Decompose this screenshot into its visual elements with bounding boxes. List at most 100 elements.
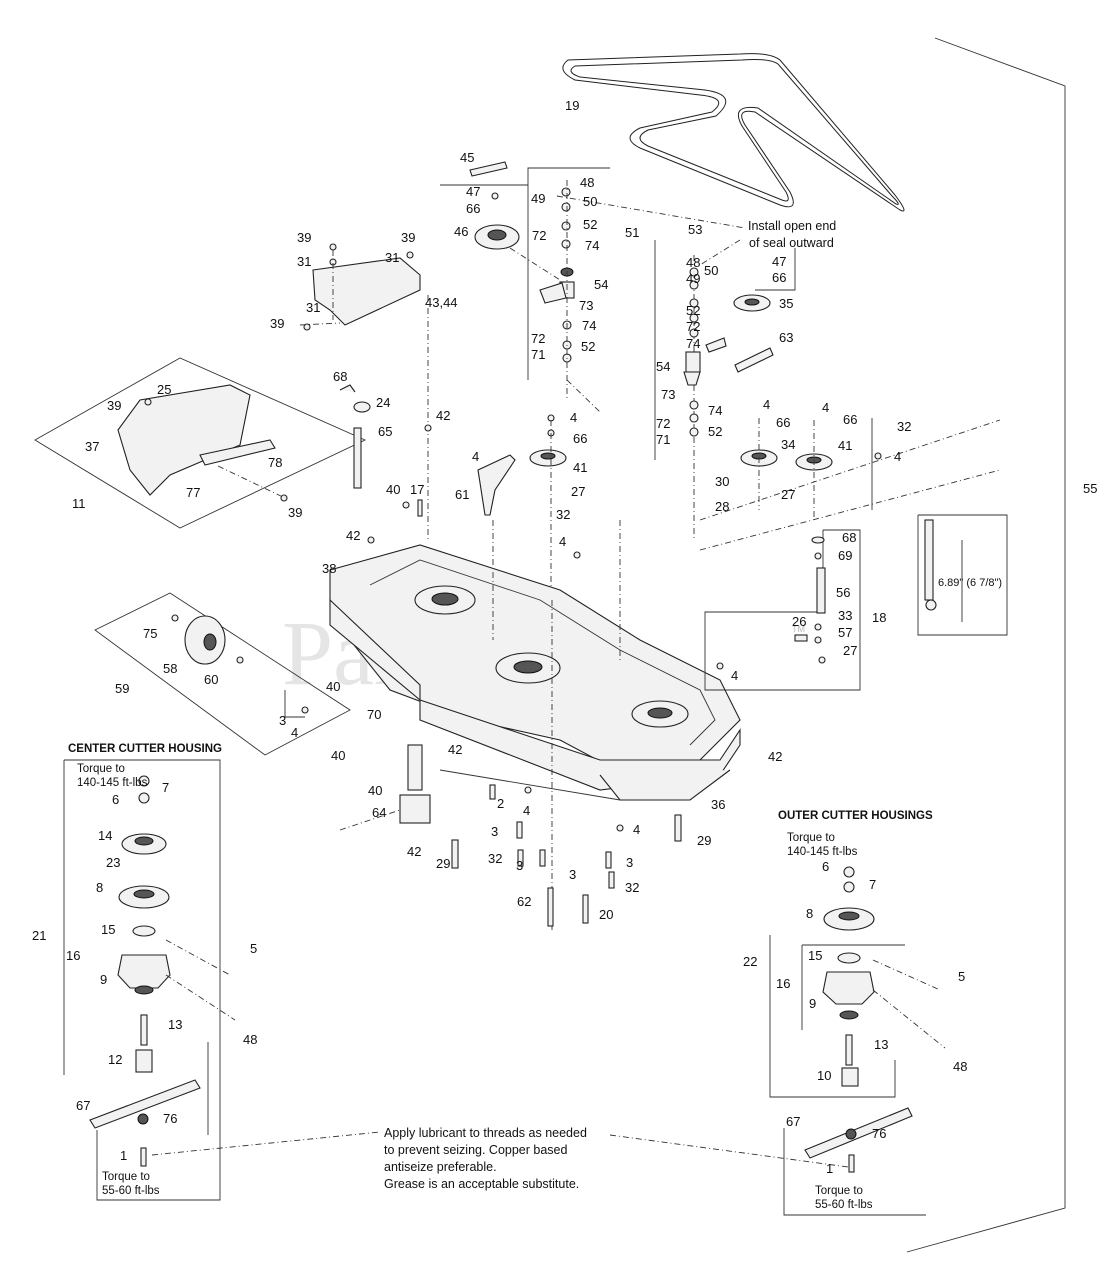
callout-16b: 16	[776, 976, 790, 991]
callout-7b: 7	[869, 877, 876, 892]
dimension-detail: 6.89" (6 7/8")	[917, 514, 1008, 636]
callout-4c: 4	[822, 400, 829, 415]
callout-42b: 42	[346, 528, 360, 543]
callout-71b: 71	[656, 432, 670, 447]
callout-9: 9	[100, 972, 107, 987]
callout-4g: 4	[731, 668, 738, 683]
callout-3e: 3	[569, 867, 576, 882]
callout-29: 29	[436, 856, 450, 871]
callout-35: 35	[779, 296, 793, 311]
callout-12: 12	[108, 1052, 122, 1067]
callout-67b: 67	[786, 1114, 800, 1129]
callout-66b: 66	[772, 270, 786, 285]
callout-24: 24	[376, 395, 390, 410]
callout-39e: 39	[288, 505, 302, 520]
callout-74b: 74	[582, 318, 596, 333]
callout-76: 76	[163, 1111, 177, 1126]
callout-7: 7	[162, 780, 169, 795]
callout-48: 48	[580, 175, 594, 190]
height-adjust-18	[704, 529, 861, 691]
callout-43-44: 43,44	[425, 295, 458, 310]
callout-46: 46	[454, 224, 468, 239]
callout-73: 73	[579, 298, 593, 313]
callout-23: 23	[106, 855, 120, 870]
callout-63: 63	[779, 330, 793, 345]
callout-75: 75	[143, 626, 157, 641]
callout-40d: 40	[368, 783, 382, 798]
center-torque-top-2: 140-145 ft-lbs	[77, 777, 148, 789]
callout-74c: 74	[686, 336, 700, 351]
callout-18: 18	[872, 610, 886, 625]
callout-numbers: 19 45 47 66 46 49 48 50 52 72 74 51 54 7…	[32, 98, 1097, 1176]
callout-42e: 42	[407, 844, 421, 859]
lube-note-1: Apply lubricant to threads as needed	[384, 1126, 587, 1140]
callout-32: 32	[897, 419, 911, 434]
callout-55: 55	[1083, 481, 1097, 496]
callout-33: 33	[838, 608, 852, 623]
bracket-43-44	[299, 243, 429, 540]
callout-60: 60	[204, 672, 218, 687]
callout-3d: 3	[626, 855, 633, 870]
callout-28: 28	[715, 499, 729, 514]
callout-69: 69	[838, 548, 852, 563]
callout-74d: 74	[708, 403, 722, 418]
discharge-chute-11	[34, 357, 367, 529]
callout-52: 52	[583, 217, 597, 232]
callout-40: 40	[386, 482, 400, 497]
left-idler-assembly	[440, 161, 746, 413]
callout-49b: 49	[686, 271, 700, 286]
callout-72d: 72	[656, 416, 670, 431]
callout-39b: 39	[401, 230, 415, 245]
callout-74: 74	[585, 238, 599, 253]
callout-59: 59	[115, 681, 129, 696]
callout-5b: 5	[958, 969, 965, 984]
callout-13b: 13	[874, 1037, 888, 1052]
callout-4f: 4	[559, 534, 566, 549]
lube-note-3: antiseize preferable.	[384, 1160, 497, 1174]
callout-3b: 3	[491, 824, 498, 839]
callout-53: 53	[688, 222, 702, 237]
callout-66e: 66	[843, 412, 857, 427]
callout-40b: 40	[326, 679, 340, 694]
callout-4i: 4	[523, 803, 530, 818]
callout-64: 64	[372, 805, 386, 820]
outer-torque-top-2: 140-145 ft-lbs	[787, 846, 858, 858]
callout-78: 78	[268, 455, 282, 470]
callout-50: 50	[583, 194, 597, 209]
callout-50b: 50	[704, 263, 718, 278]
callout-3c: 3	[516, 858, 523, 873]
callout-72: 72	[532, 228, 546, 243]
callout-76b: 76	[872, 1126, 886, 1141]
callout-77: 77	[186, 485, 200, 500]
callout-15b: 15	[808, 948, 822, 963]
callout-27: 27	[571, 484, 585, 499]
lube-note-4: Grease is an acceptable substitute.	[384, 1177, 579, 1191]
dimension-label: 6.89" (6 7/8")	[938, 577, 1002, 589]
callout-10: 10	[817, 1068, 831, 1083]
callout-66c: 66	[573, 431, 587, 446]
callout-5: 5	[250, 941, 257, 956]
callout-61: 61	[455, 487, 469, 502]
callout-36: 36	[711, 797, 725, 812]
callout-32c: 32	[488, 851, 502, 866]
callout-17: 17	[410, 482, 424, 497]
callout-3: 3	[279, 713, 286, 728]
outer-torque-bottom-2: 55-60 ft-lbs	[815, 1199, 873, 1211]
callout-41b: 41	[838, 438, 852, 453]
callout-68b: 68	[842, 530, 856, 545]
callout-4h: 4	[291, 725, 298, 740]
callout-66: 66	[466, 201, 480, 216]
callout-71: 71	[531, 347, 545, 362]
callout-27c: 27	[843, 643, 857, 658]
callout-1b: 1	[826, 1161, 833, 1176]
callout-45: 45	[460, 150, 474, 165]
callout-72b: 72	[531, 331, 545, 346]
center-torque-bottom-2: 55-60 ft-lbs	[102, 1185, 160, 1197]
callout-27b: 27	[781, 487, 795, 502]
callout-72c: 72	[686, 319, 700, 334]
outer-housing-title: OUTER CUTTER HOUSINGS	[778, 810, 933, 822]
lube-leader-left	[151, 1131, 381, 1156]
lube-note-2: to prevent seizing. Copper based	[384, 1143, 567, 1157]
callout-40c: 40	[331, 748, 345, 763]
callout-31c: 31	[306, 300, 320, 315]
